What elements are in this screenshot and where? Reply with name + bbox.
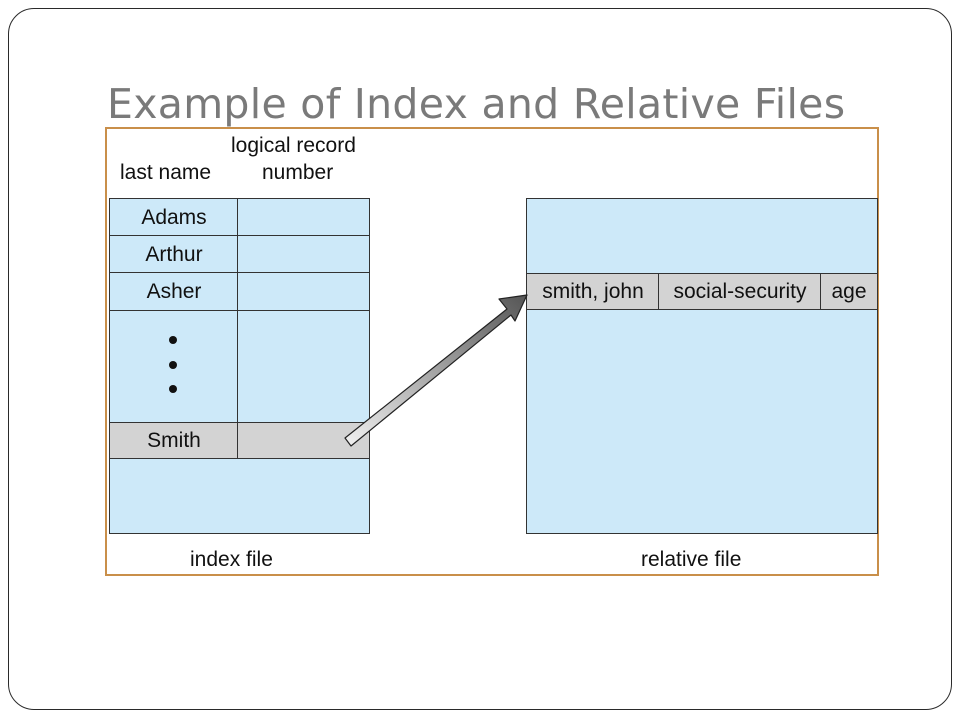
index-ellipsis-number-cell [237,310,370,424]
index-file-caption: index file [190,548,273,571]
index-row-adams-number [237,198,370,237]
relative-file-bottom [526,309,878,534]
relative-file-top [526,198,878,275]
header-logical-record: logical record [231,134,356,157]
index-empty-block [109,458,370,534]
index-row-asher-number [237,272,370,312]
ellipsis-dot [169,336,177,344]
header-last-name: last name [120,161,212,184]
relative-file-caption: relative file [641,548,742,571]
relative-record-name: smith, john [526,273,660,311]
ellipsis-dot [169,385,177,393]
ellipsis-dot [169,361,177,369]
relative-record-ssn: social-security [658,273,822,311]
slide-title: Example of Index and Relative Files [107,80,846,128]
header-number: number [262,161,334,184]
index-row-adams-name: Adams [109,198,239,237]
